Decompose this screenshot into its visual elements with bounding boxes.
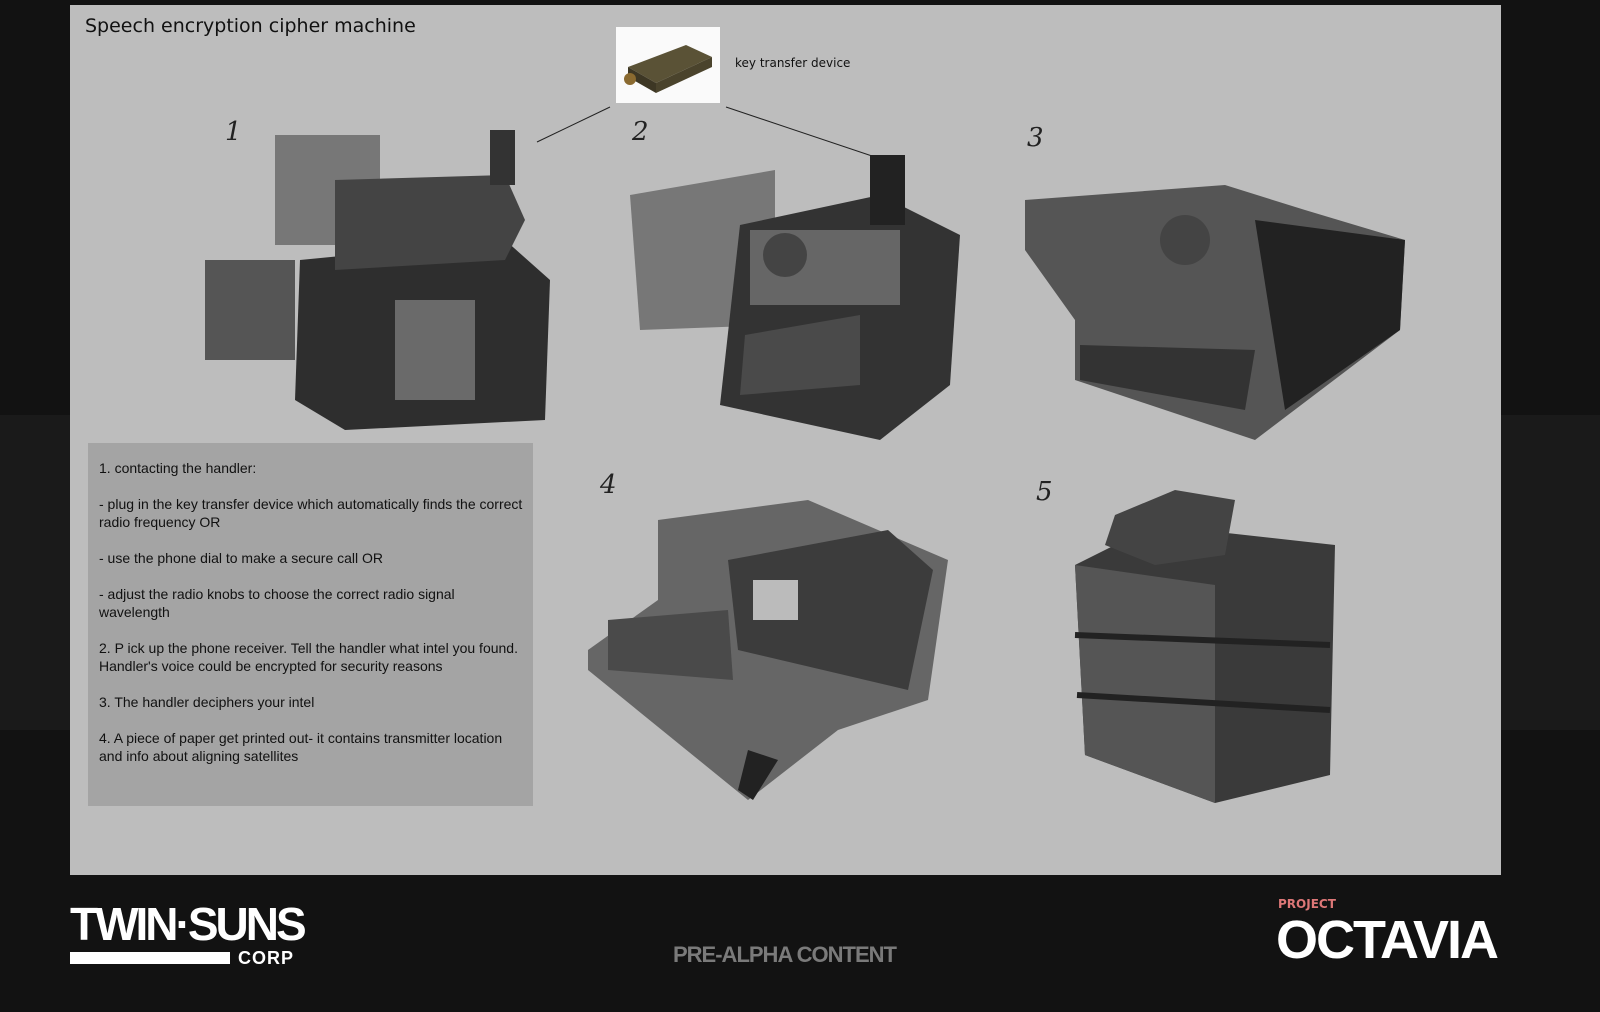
board-title: Speech encryption cipher machine bbox=[85, 15, 416, 37]
key-device-label: key transfer device bbox=[735, 56, 851, 70]
machine-number-1: 1 bbox=[225, 117, 242, 147]
machine-2-illustration bbox=[630, 155, 960, 440]
machine-number-2: 2 bbox=[632, 117, 649, 147]
note-item: 1. contacting the handler: bbox=[99, 460, 257, 476]
note-item: 4. A piece of paper get printed out- it … bbox=[99, 730, 503, 764]
concept-board: Speech encryption cipher machine key tra… bbox=[70, 5, 1501, 875]
instructions-panel: 1. contacting the handler: - plug in the… bbox=[88, 443, 533, 806]
studio-logo-text: TWIN·SUNS bbox=[70, 898, 307, 950]
machine-4-illustration bbox=[588, 500, 948, 800]
machine-number-4: 4 bbox=[600, 470, 617, 500]
machine-number-5: 5 bbox=[1036, 477, 1053, 507]
pre-alpha-label: PRE-ALPHA CONTENT bbox=[673, 942, 897, 967]
key-transfer-device-image bbox=[616, 27, 720, 103]
connector-lines bbox=[536, 106, 876, 158]
twin-suns-logo: TWIN·SUNS CORP bbox=[70, 898, 307, 968]
note-item: - use the phone dial to make a secure ca… bbox=[99, 550, 384, 566]
note-item: - plug in the key transfer device which … bbox=[99, 496, 523, 530]
note-item: 3. The handler deciphers your intel bbox=[99, 694, 315, 710]
machine-number-3: 3 bbox=[1027, 123, 1044, 153]
logo-bar bbox=[70, 952, 230, 964]
studio-sub-text: CORP bbox=[238, 948, 295, 968]
project-label: PROJECT bbox=[1278, 897, 1336, 911]
note-item: - adjust the radio knobs to choose the c… bbox=[99, 586, 455, 620]
note-item: 2. P ick up the phone receiver. Tell the… bbox=[99, 640, 518, 674]
machine-3-illustration bbox=[1025, 185, 1405, 440]
machine-1-illustration bbox=[205, 130, 550, 430]
octavia-logo: OCTAVIA bbox=[1276, 910, 1499, 970]
machine-5-illustration bbox=[1074, 490, 1335, 803]
